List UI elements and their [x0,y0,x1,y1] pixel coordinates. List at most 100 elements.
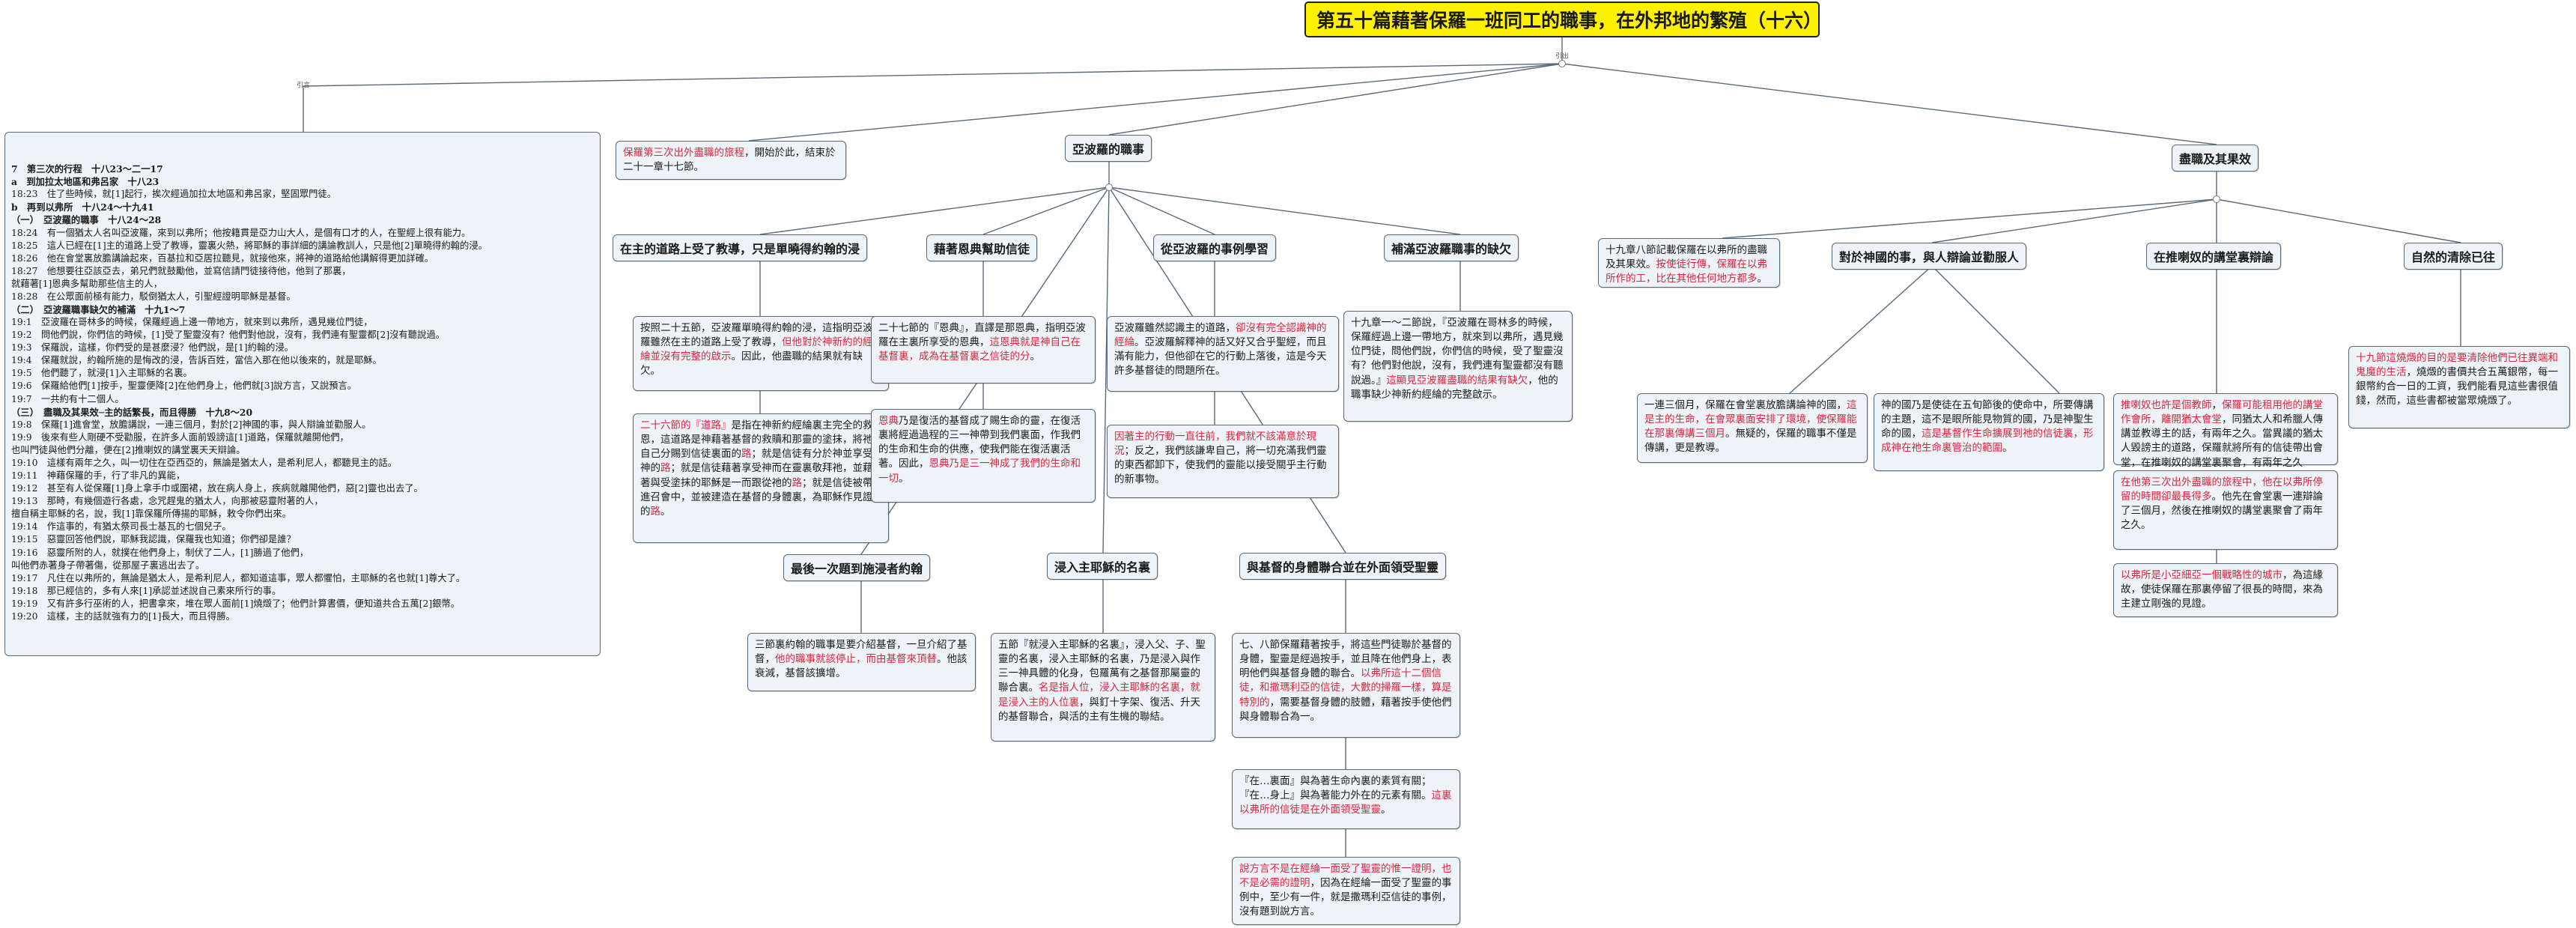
apollos-branch-1-box-2[interactable]: 二十六節的『道路』是指在神新約經綸裏主完全的救恩，這道路是神藉著基督的救贖和那靈… [633,413,889,543]
connector-right-label: 引出 [1555,52,1570,61]
text: ，燒燬的書價共合五萬銀幣，每一銀幣約合一日的工資，我們能看見這些書很值錢，然而，… [2356,366,2558,407]
edge-hub-ministry [1561,63,2217,145]
text: ，同猶太人和希臘人傳講並教導主的話，有兩年之久。當異議的猶太人毀謗主的道路，保羅… [2121,413,2323,469]
text: 乃是復活的基督成了賜生命的靈，在復活裏將經過過程的三一神帶到我們裏面，作我們的生… [878,415,1081,470]
apollos-branch-2-box-1[interactable]: 二十七節的『恩典』，直譯是那恩典，指明亞波羅在主裏所享受的恩典，這恩典就是神自己… [871,316,1096,383]
edge-hub-apollos [1108,63,1563,136]
chain-2-label[interactable]: 浸入主耶穌的名裏 [1047,553,1158,580]
chain-1-box[interactable]: 三節裏約翰的職事是要介紹基督，一旦介紹了基督，他的職事就該停止，而由基督來頂替。… [747,633,976,691]
highlight: 路 [660,462,671,475]
intro-red: 保羅第三次出外盡職的旅程 [623,147,744,159]
text: 七、八節保羅藉著按手，將這些門徒聯於基督的身體，聖靈是經過按手，並且降在他們身上… [1239,639,1452,680]
outline-line: 19:9 後來有些人剛硬不受勸服，在許多人面前毀謗這[1]道路，保羅就離開他們， [11,431,349,443]
highlight: 因著主的行動一直往前，我們就不該滿意於現況 [1114,431,1316,458]
outline-line: 19:1 亞波羅在哥林多的時候，保羅經過上邊一帶地方，就來到以弗所，遇見幾位門徒… [11,317,373,328]
apollos-branch-2-label[interactable]: 藉著恩典幫助信徒 [926,234,1038,261]
chain-3-box-1[interactable]: 七、八節保羅藉著按手，將這些門徒聯於基督的身體，聖靈是經過按手，並且降在他們身上… [1232,633,1460,738]
outline-line: 19:6 保羅給他們[1]按手，聖靈便降[2]在他們身上，他們就[3]說方言，又… [11,380,357,392]
outline-line: 19:12 甚至有人從保羅[1]身上拿手巾或圍裙，放在病人身上，疾病就離開他們，… [11,483,423,494]
outline-line: 19:2 問他們說，你們信的時候，[1]受了聖靈沒有？他們對他說，沒有，我們連有… [11,330,445,341]
ministry-knob[interactable] [2213,195,2220,203]
edge-hub-left [303,63,1563,132]
edge-apollos-b1 [759,186,1110,235]
edge-m1-box2 [1931,265,2060,394]
apollos-branch-1-label[interactable]: 在主的道路上受了教導，只是單曉得約翰的浸 [613,234,868,261]
chain-2-box[interactable]: 五節『就浸入主耶穌的名裏』，浸入父、子、聖靈的名裏，浸入主耶穌的名裏，乃是浸入與… [991,633,1215,742]
outline-line: 擅自稱主耶穌的名，說，我[1]靠保羅所傳揚的耶穌，敕令你們出來。 [11,509,292,520]
outline-line: 19:20 這樣，主的話就強有力的[1]長大，而且得勝。 [11,610,235,622]
text: 亞波羅雖然認識主的道路， [1114,322,1236,334]
outline-line: 19:10 這樣有兩年之久，叫一切住在亞西亞的，無論是猶太人，是希利尼人，都聽見… [11,457,398,468]
highlight: 這是基督作生命擴展到祂的信徒裏，形成神在祂生命裏管治的範圍 [1881,428,2094,455]
ministry-branch-1-label[interactable]: 對於神國的事，與人辯論並勸服人 [1832,243,2027,270]
outline-line: 19:13 那時，有幾個遊行各處，念咒趕鬼的猶太人，向那被惡靈附著的人， [11,496,323,507]
apollos-branch-4-label[interactable]: 補滿亞波羅職事的缺欠 [1384,234,1519,261]
edge-apollos-b3 [1108,186,1215,235]
outline-line: b 再到以弗所 十八24～十九41 [11,201,154,213]
text: ；就是信徒藉著享受神而在靈裏敬拜祂，並藉著與受塗抹的耶穌是一而跟從祂的 [640,462,873,489]
intro-black: ，開始於此，結束於二十一章十七節。 [623,147,836,174]
highlight: 他的職事就該停止，而由基督來頂替 [775,653,937,666]
outline-line: 18:25 這人已經在[1]主的道路上受了教導，靈裏火熱，將耶穌的事詳細的講論教… [11,240,487,251]
chain-1-label[interactable]: 最後一次題到施浸者約翰 [783,554,931,581]
outline-line: 19:16 惡靈所附的人，就撲在他們身上，制伏了二人，[1]勝過了他們， [11,547,309,558]
text: 一連三個月，保羅在會堂裏放膽講論神的國， [1644,399,1847,411]
outline-line: 19:15 惡靈回答他們說，耶穌我認識，保羅我也知道；你們卻是誰？ [11,534,296,545]
ministry-branch-1-box-1[interactable]: 一連三個月，保羅在會堂裏放膽講論神的國，這是主的生命，在會眾裏面安排了環境，使保… [1637,393,1868,463]
text: 。亞波羅解釋神的話又好又合乎聖經，而且滿有能力，但他卻在它的行動上落後，這是今天… [1114,336,1327,377]
text: 。 [899,472,909,485]
ministry-branch-3-box-1[interactable]: 十九節這燒燬的目的是要清除他們已往異端和鬼魔的生活，燒燬的書價共合五萬銀幣，每一… [2348,346,2570,428]
highlight: 以弗所是小亞細亞一個戰略性的城市 [2121,569,2282,581]
ministry-branch-2-label[interactable]: 在推喇奴的講堂裏辯論 [2146,243,2282,270]
outline-line: 19:18 那已經信的，多有人來[1]承認並述說自己素來所行的事。 [11,585,282,596]
apollos-knob[interactable] [1105,184,1113,191]
connector-left-label: 引言 [296,82,311,90]
outline-line: 18:24 有一個猶太人名叫亞波羅，來到以弗所；他按籍貫是亞力山大人，是個有口才… [11,227,471,238]
chain-3-box-2[interactable]: 『在…裏面』與為著生命內裏的素質有關；『在…身上』與為著能力外在的元素有關。這裏… [1232,769,1460,829]
text: 按照二十五節，亞波羅單曉得約翰的浸，這指明亞波羅雖然在主的道路上受了教導， [640,322,873,349]
outline-line: 19:11 神藉保羅的手，行了非凡的異能， [11,470,186,482]
outline-line: 19:3 保羅說，這樣，你們受的是甚麼浸？他們說，是[1]約翰的浸。 [11,342,294,354]
ministry-branch-1-box-2[interactable]: 神的國乃是使徒在五旬節後的使命中，所要傳講的主題，這不是眼所能見物質的國，乃是神… [1874,393,2104,471]
text: ；反之，我們該謙卑自己，將一切充滿我們靈的東西都卸下，使我們的靈能以接受關乎主行… [1114,445,1327,486]
text: 。 [660,505,671,518]
chain-3-label[interactable]: 與基督的身體聯合並在外面領受聖靈 [1239,553,1447,580]
highlight: 按使徒行傳，保羅在以弗所作的工，比在其他任何地方都多 [1606,258,1767,285]
outline-line: 19:5 他們聽了，就浸[1]入主耶穌的名裏。 [11,368,192,379]
outline-line: 19:17 凡住在以弗所的，無論是猶太人，是希利尼人，都知道這事，眾人都懼怕，主… [11,572,466,583]
apollos-branch-3-label[interactable]: 從亞波羅的事例學習 [1153,234,1277,261]
highlight: 這是主的生命，在會眾裏面安排了環境，使保羅能在那裏傳講三個月 [1644,399,1857,440]
ministry-branch-2-box-2[interactable]: 在他第三次出外盡職的旅程中，他在以弗所停留的時間卻最長得多。他先在會堂裏一連辯論… [2113,470,2338,550]
outline-line: （三） 盡職及其果效─主的話繁長，而且得勝 十九8～20 [11,406,253,418]
chain-3-box-3[interactable]: 說方言不是在經綸一面受了聖靈的惟一證明，也不是必需的證明，因為在經綸一面受了聖靈… [1232,857,1460,925]
ministry-branch-3-label[interactable]: 自然的清除已往 [2404,243,2503,270]
highlight: 路 [650,505,661,518]
outline-line: 也叫門徒與他們分離，便在[2]推喇奴的講堂裏天天辯論。 [11,444,246,455]
apollos-branch-1-box-1[interactable]: 按照二十五節，亞波羅單曉得約翰的浸，這指明亞波羅雖然在主的道路上受了教導，但他對… [633,316,889,391]
hub-knob[interactable] [1558,60,1566,67]
root-title[interactable]: 第五十篇藉著保羅一班同工的職事，在外邦地的繁殖（十六） [1304,1,1822,37]
highlight: 名是指人位，浸入主耶穌的名裏，就是浸入主的人位裏 [998,682,1200,709]
apollos-branch-3-box-2[interactable]: 因著主的行動一直往前，我們就不該滿意於現況；反之，我們該謙卑自己，將一切充滿我們… [1107,425,1339,498]
outline-line: a 到加拉太地區和弗呂家 十八23 [11,176,160,188]
highlight: 路 [741,448,752,461]
text: ，為這緣故，使徒保羅在那裏停留了很長的時間，來為主建立剛強的見證。 [2121,569,2323,610]
ministry-label[interactable]: 盡職及其果效 [2172,145,2259,172]
highlight: 在他第三次出外盡職的旅程中，他在以弗所停留的時間卻最長得多 [2121,476,2323,503]
intro-box[interactable]: 保羅第三次出外盡職的旅程，開始於此，結束於二十一章十七節。 [616,141,846,180]
outline-line: 18:28 在公眾面前極有能力，駁倒猶太人，引聖經證明耶穌是基督。 [11,291,296,302]
ministry-branch-2-box-3[interactable]: 以弗所是小亞細亞一個戰略性的城市，為這緣故，使徒保羅在那裏停留了很長的時間，來為… [2113,563,2338,617]
apollos-branch-4-box-1[interactable]: 十九章一～二節說，『亞波羅在哥林多的時候，保羅經過上邊一帶地方，就來到以弗所，遇… [1343,311,1573,422]
apollos-branch-2-box-2[interactable]: 恩典乃是復活的基督成了賜生命的靈，在復活裏將經過過程的三一神帶到我們裏面，作我們… [871,409,1096,503]
text: ，他的職事缺少神新約經綸的完整啟示。 [1351,374,1558,401]
ministry-intro-box[interactable]: 十九章八節記載保羅在以弗所的盡職及其果效。按使徒行傳，保羅在以弗所作的工，比在其… [1598,238,1780,288]
ministry-branch-2-box-1[interactable]: 推喇奴也許是個教師，保羅可能租用他的講堂作會所，離開猶太會堂，同猶太人和希臘人傳… [2113,393,2338,469]
apollos-label[interactable]: 亞波羅的職事 [1065,135,1152,162]
text: 十九章八節記載保羅在以弗所的盡職及其果效。 [1606,244,1767,271]
outline-line: 19:4 保羅就說，約翰所施的是悔改的浸，告訴百姓，當信入那在他以後來的，就是耶… [11,355,382,366]
outline-line: 18:23 住了些時候，就[1]起行，挨次經過加拉太地區和弗呂家，堅固眾門徒。 [11,189,337,200]
text: ；就是信徒被帶進召會中，並被建造在基督的身體裏，為耶穌作見證的 [640,476,873,518]
apollos-branch-3-box-1[interactable]: 亞波羅雖然認識主的道路，卻沒有完全認識神的經綸。亞波羅解釋神的話又好又合乎聖經，… [1107,316,1339,392]
outline-line: 19:7 一共約有十二個人。 [11,393,124,404]
